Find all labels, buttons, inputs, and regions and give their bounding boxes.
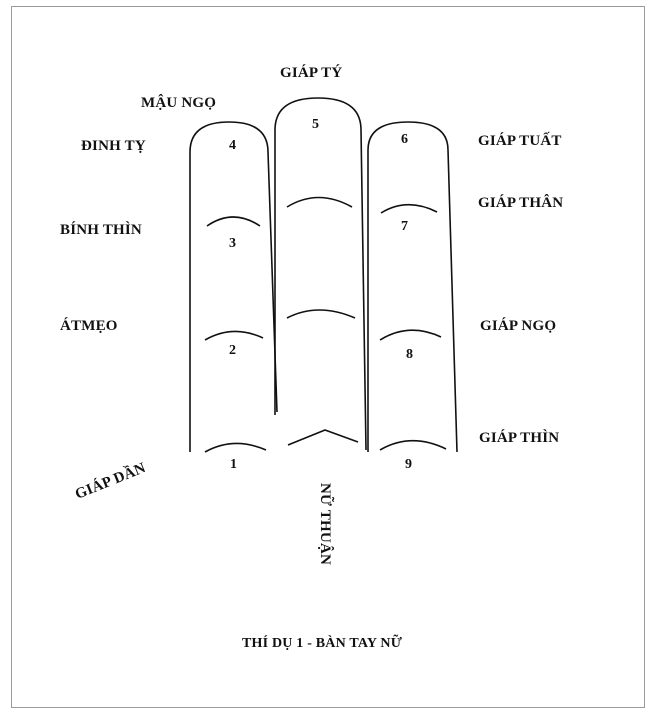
right-joint-arc-top: [381, 205, 437, 213]
joint-number-2: 2: [229, 343, 236, 359]
middle-joint-arc-bottom: [288, 430, 358, 445]
right-joint-arc-middle: [380, 330, 441, 340]
joint-number-5: 5: [312, 117, 319, 133]
right-joint-arc-bottom: [380, 441, 446, 450]
joint-number-8: 8: [406, 347, 413, 363]
left-joint-arc-middle: [205, 331, 263, 340]
label-dinh-ty: ĐINH TỴ: [81, 138, 146, 155]
joint-number-4: 4: [229, 138, 236, 154]
joint-number-7: 7: [401, 219, 408, 235]
middle-finger-outline: [275, 98, 366, 450]
label-mau-ngo: MẬU NGỌ: [141, 95, 216, 112]
label-giap-than: GIÁP THÂN: [478, 195, 563, 212]
joint-number-3: 3: [229, 236, 236, 252]
label-giap-thin: GIÁP THÌN: [479, 430, 559, 447]
label-at-meo: ÁTMẸO: [60, 318, 118, 335]
label-giap-tuat: GIÁP TUẤT: [478, 133, 562, 150]
label-giap-ngo: GIÁP NGỌ: [480, 318, 556, 335]
joint-number-1: 1: [230, 457, 237, 473]
label-nu-thuan: NỮ THUẬN: [316, 483, 333, 565]
left-joint-arc-bottom: [205, 443, 266, 452]
label-giap-ty: GIÁP TÝ: [280, 65, 342, 82]
middle-joint-arc-middle: [287, 310, 355, 318]
diagram-caption: THÍ DỤ 1 - BÀN TAY NỮ: [242, 636, 402, 652]
right-finger-outline: [368, 122, 457, 452]
middle-joint-arc-top: [287, 198, 352, 208]
left-joint-arc-top: [207, 217, 260, 226]
joint-number-9: 9: [405, 457, 412, 473]
left-finger-outline: [190, 122, 277, 452]
joint-number-6: 6: [401, 132, 408, 148]
label-binh-thin: BÍNH THÌN: [60, 222, 142, 239]
